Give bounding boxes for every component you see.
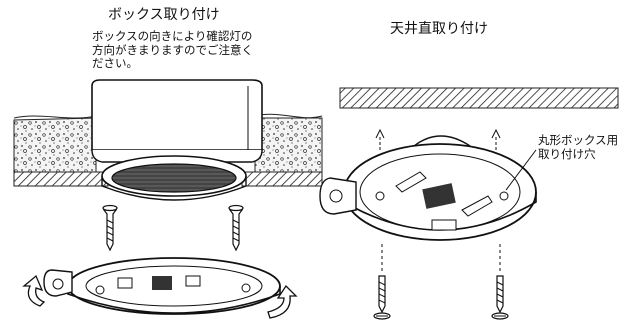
left-screw-1: [102, 204, 118, 252]
junction-box: [91, 79, 263, 163]
left-base-plate: [43, 257, 281, 315]
left-screw-2: [228, 204, 244, 252]
box-mounting-title: ボックス取り付け: [108, 7, 220, 23]
right-screw-2: [491, 275, 509, 320]
right-base-plate: [319, 135, 537, 241]
rotate-arrow-right-icon: [267, 284, 298, 319]
mounting-hole-callout: 丸形ボックス用取り付け穴: [538, 133, 619, 161]
rotate-arrow-left-icon: [22, 274, 46, 307]
orientation-note: ボックスの向きにより確認灯の方向がきまりますのでご注意ください。: [92, 29, 253, 70]
callout-leader-line: [505, 149, 537, 191]
ceiling-mounting-title: 天井直取り付け: [390, 21, 488, 37]
upward-arrow-right-icon: [491, 128, 501, 150]
ceiling-slab: [339, 87, 619, 109]
right-screw-1: [373, 275, 391, 320]
fixture-mounting-ring: [101, 155, 247, 201]
upward-arrow-left-icon: [375, 128, 385, 150]
